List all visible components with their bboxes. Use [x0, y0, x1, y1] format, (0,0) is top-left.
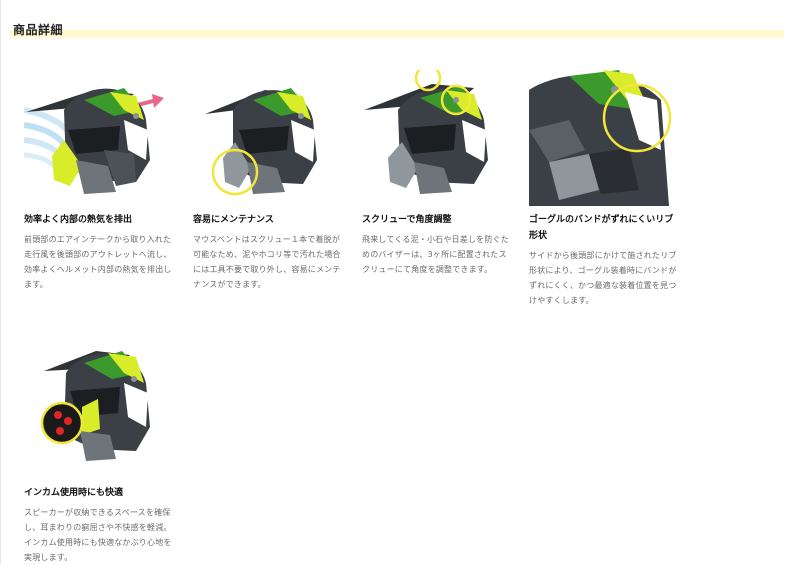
helmet-goggle-rib-image [529, 70, 681, 206]
feature-ventilation: 効率よく内部の熱気を排出 前頭部のエアインテークから取り入れた走行風を後頭部のア… [24, 70, 176, 292]
feature-description: マウスベントはスクリュー１本で着脱が可能なため、泥やホコリ等で汚れた場合には工具… [193, 235, 341, 289]
feature-title: インカム使用時にも快適 [24, 488, 124, 498]
feature-visor-adjust: スクリューで角度調整 飛来してくる泥・小石や日差しを防ぐためのバイザーは、3ヶ所… [362, 70, 514, 277]
feature-title: 効率よく内部の熱気を排出 [24, 215, 133, 225]
feature-description: 前頭部のエアインテークから取り入れた走行風を後頭部のアウトレットへ流し、効率よく… [24, 235, 172, 289]
feature-intercom: インカム使用時にも快適 スピーカーが収納できるスペースを確保し、耳まわりの窮屈さ… [24, 343, 176, 565]
helmet-ventilation-image [24, 70, 176, 206]
section-title: 商品詳細 [13, 23, 64, 37]
feature-description: 飛来してくる泥・小石や日差しを防ぐためのバイザーは、3ヶ所に配置されたスクリュー… [362, 235, 509, 274]
page-border [0, 0, 1, 564]
feature-description: サイドから後頭部にかけて施されたリブ形状により、ゴーグル装着時にバンドがずれにく… [529, 251, 677, 305]
helmet-visor-screw-image [362, 70, 514, 206]
section-header: 商品詳細 [10, 20, 784, 38]
feature-title: 容易にメンテナンス [193, 215, 274, 225]
feature-title: ゴーグルのバンドがずれにくいリブ形状 [529, 215, 674, 241]
helmet-mouth-vent-image [193, 70, 345, 206]
feature-goggle-rib: ゴーグルのバンドがずれにくいリブ形状 サイドから後頭部にかけて施されたリブ形状に… [529, 70, 681, 308]
helmet-intercom-speaker-image [24, 343, 176, 479]
feature-maintenance: 容易にメンテナンス マウスベントはスクリュー１本で着脱が可能なため、泥やホコリ等… [193, 70, 345, 292]
feature-title: スクリューで角度調整 [362, 215, 452, 225]
feature-description: スピーカーが収納できるスペースを確保し、耳まわりの窮屈さや不快感を軽減。インカム… [24, 508, 172, 562]
